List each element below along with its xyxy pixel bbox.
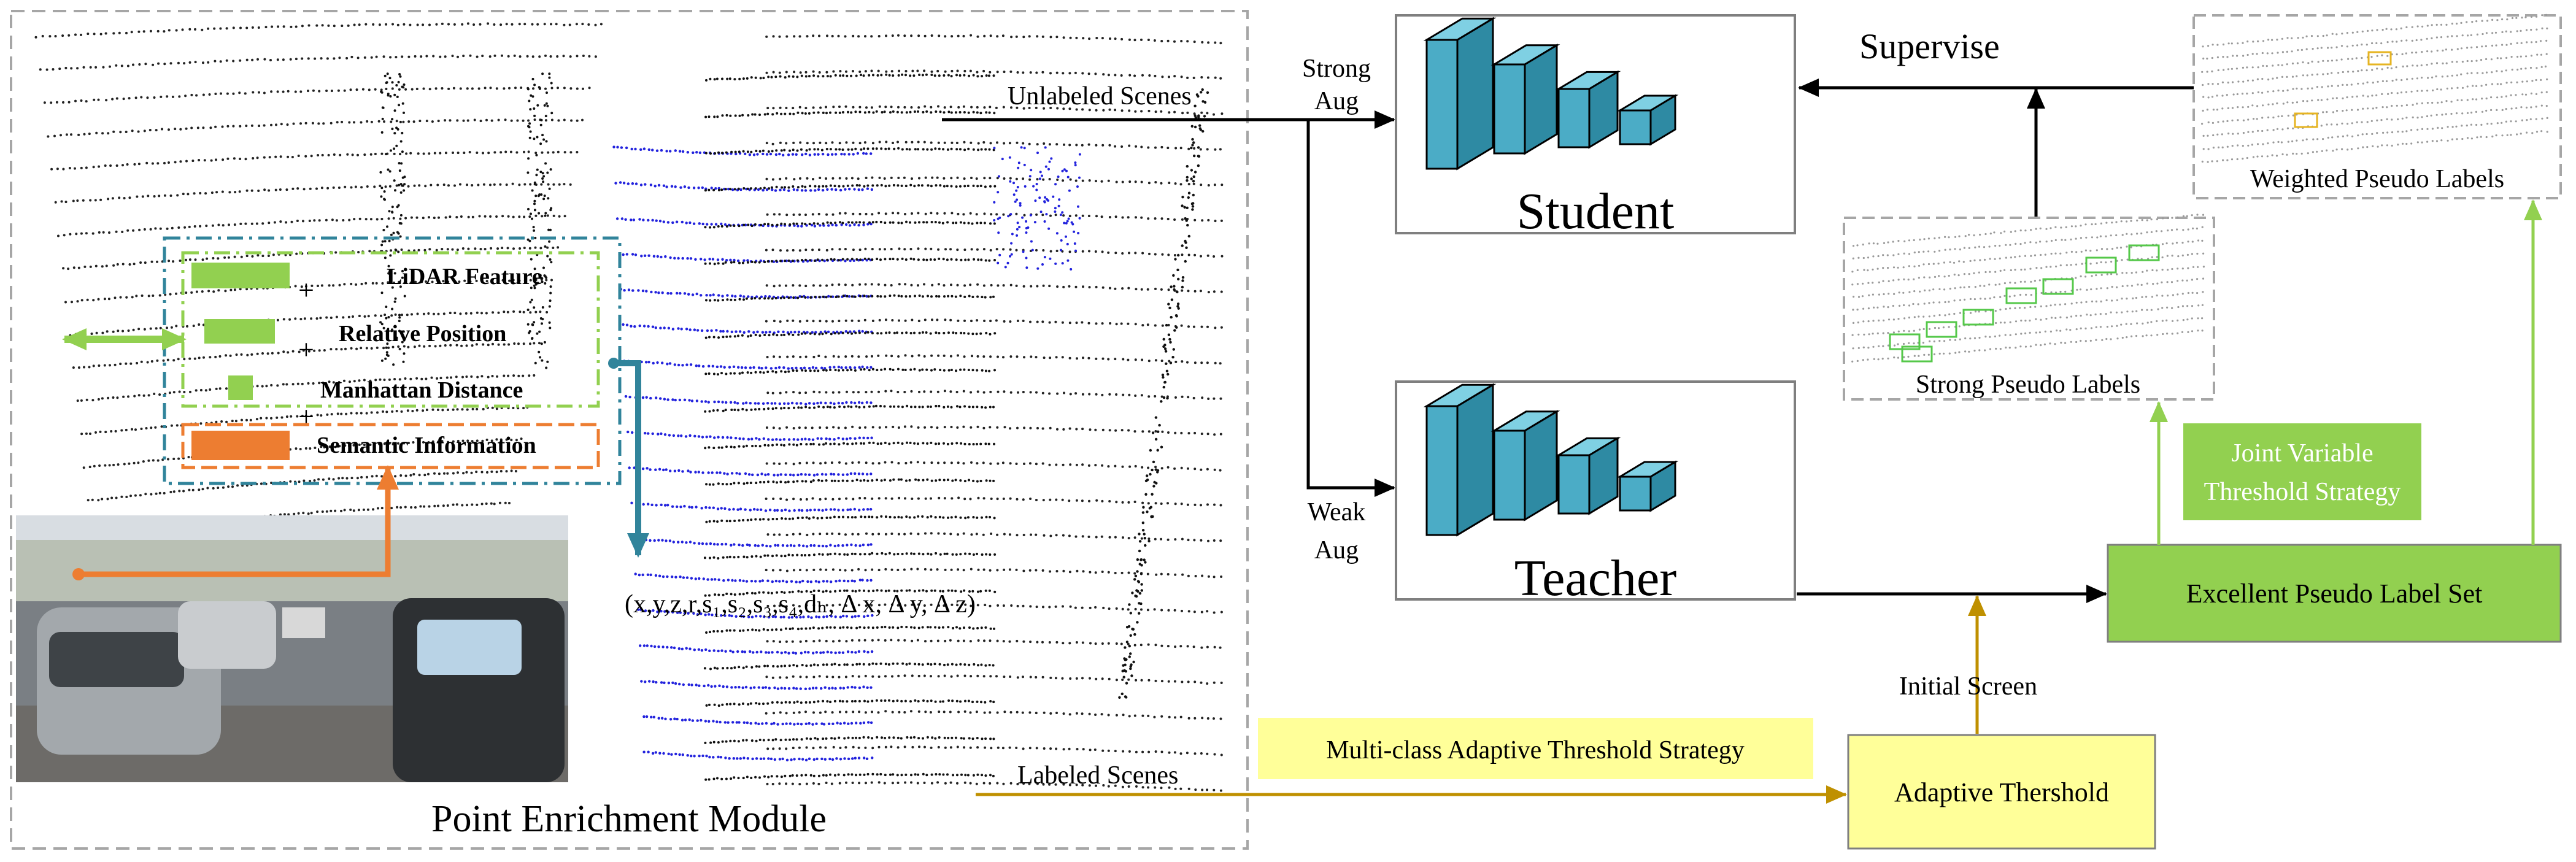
- feature-concat-arrow: [614, 360, 649, 558]
- strong-aug-line2: Aug: [1314, 87, 1359, 115]
- adaptive-threshold-box: [1847, 734, 2156, 850]
- strong-pseudo-label: Strong Pseudo Labels: [1916, 371, 2140, 399]
- lidar-point-cloud-raw: [34, 22, 603, 535]
- weak-aug-line1: Weak: [1308, 498, 1366, 526]
- strong-aug-line1: Strong: [1302, 55, 1371, 83]
- weighted-pseudo-frame: [2192, 14, 2562, 199]
- teacher-model: Teacher: [1395, 380, 1796, 607]
- student-label: Student: [1517, 183, 1675, 240]
- lidar-feature-bar: [191, 263, 290, 288]
- weighted-pseudo-labels: Weighted Pseudo Labels: [2192, 13, 2562, 199]
- labeled-scenes-label: Labeled Scenes: [1017, 761, 1178, 790]
- weak-aug-line2: Aug: [1314, 536, 1359, 564]
- pseudo-box: [1889, 333, 1921, 350]
- strong-pseudo-labels: Strong Pseudo Labels: [1843, 214, 2215, 401]
- enriched-point-formula: (x,y,z,r,s₁,s₂,s₃,s₄,dₕ, Δ x, Δ y, Δ z): [625, 590, 976, 618]
- semantic-information-bar: [191, 431, 290, 460]
- strong-pseudo-cloud: [1851, 214, 2205, 363]
- relative-position-label: Relative Position: [339, 321, 506, 347]
- geometric-features-frame: [181, 251, 600, 408]
- pem-title: Point Enrichment Module: [431, 798, 827, 840]
- multi-class-strategy-label: Multi-class Adaptive Threshold Strategy: [1326, 736, 1745, 764]
- pseudo-box: [1901, 345, 1933, 363]
- plus-sign: +: [298, 274, 314, 306]
- pseudo-box: [2128, 244, 2160, 261]
- supervise-label: Supervise: [1859, 26, 2000, 66]
- manhattan-distance-bar: [228, 375, 253, 400]
- manhattan-distance-label: Manhattan Distance: [320, 377, 523, 403]
- pseudo-box: [1962, 309, 1994, 326]
- pseudo-box: [1926, 321, 1957, 338]
- strong-pseudo-boxes: [1889, 244, 2160, 363]
- pseudo-box: [2294, 112, 2318, 128]
- feature-stack: + + + LiDAR Feature Relative Position Ma…: [163, 236, 622, 485]
- semantic-arrow: [79, 465, 399, 577]
- lidar-point-cloud-right: [765, 34, 1224, 792]
- plus-sign: +: [298, 401, 314, 432]
- teacher-label: Teacher: [1514, 550, 1677, 607]
- weighted-pseudo-label: Weighted Pseudo Labels: [2250, 165, 2504, 193]
- pem-frame: [10, 10, 1249, 850]
- relative-position-bar: [204, 319, 275, 344]
- joint-strategy-box: [2183, 423, 2421, 520]
- unlabeled-to-teacher-arrow: [1306, 120, 1395, 497]
- semantic-information-label: Semantic Information: [317, 433, 536, 458]
- joint-strategy-line1: Joint Variable: [2231, 439, 2373, 468]
- pseudo-box: [2367, 51, 2392, 66]
- pseudo-box: [2085, 256, 2117, 274]
- strong-pseudo-frame: [1843, 217, 2215, 401]
- excellent-pseudo-set-label: Excellent Pseudo Label Set: [2186, 579, 2483, 609]
- joint-strategy-line2: Threshold Strategy: [2204, 478, 2401, 506]
- unlabeled-scenes-label: Unlabeled Scenes: [1008, 82, 1192, 110]
- student-model: Student: [1395, 14, 1796, 240]
- pseudo-box: [2005, 287, 2037, 304]
- weighted-pseudo-cloud: [2201, 13, 2548, 163]
- pseudo-box: [2042, 278, 2074, 295]
- camera-image: [16, 515, 568, 782]
- plus-sign: +: [298, 334, 314, 365]
- excellent-pseudo-set-box: [2107, 544, 2562, 643]
- initial-screen-label: Initial Screen: [1899, 672, 2037, 701]
- multi-class-strategy-box: [1258, 718, 1813, 779]
- adaptive-threshold-label: Adaptive Thershold: [1894, 777, 2109, 807]
- lidar-feature-label: LiDAR Feature: [387, 264, 542, 290]
- lidar-point-cloud-enriched: [612, 73, 997, 781]
